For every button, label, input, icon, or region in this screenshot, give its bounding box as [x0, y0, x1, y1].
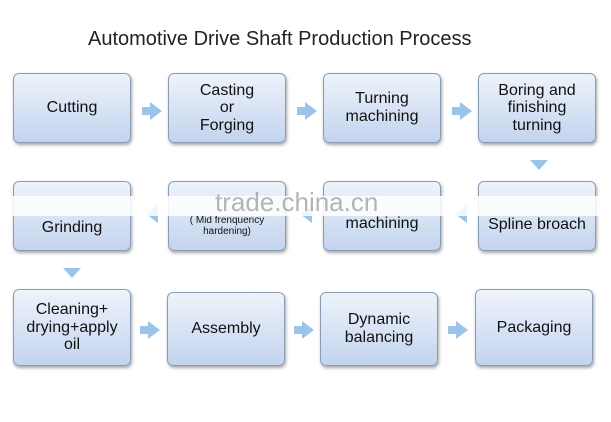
step-cleaning: Cleaning+ drying+apply oil	[13, 289, 131, 366]
step-balancing: Dynamic balancing	[320, 292, 438, 366]
arrow-right-icon	[294, 321, 314, 339]
watermark: trade.china.cn	[215, 187, 379, 217]
step-packaging: Packaging	[475, 289, 593, 366]
step-turning: Turning machining	[323, 73, 441, 143]
arrow-right-icon	[452, 102, 472, 120]
step-spline-broach: Spline broach	[478, 181, 596, 251]
arrow-right-icon	[140, 321, 160, 339]
watermark-band	[0, 196, 611, 216]
arrow-right-icon	[448, 321, 468, 339]
step-casting-forging: Casting or Forging	[168, 73, 286, 143]
arrow-down-icon	[530, 160, 548, 170]
step-cutting: Cutting	[13, 73, 131, 143]
arrow-right-icon	[297, 102, 317, 120]
step-grinding: Grinding	[13, 181, 131, 251]
step-assembly: Assembly	[167, 292, 285, 366]
arrow-right-icon	[142, 102, 162, 120]
diagram-title: Automotive Drive Shaft Production Proces…	[88, 28, 472, 50]
step-boring: Boring and finishing turning	[478, 73, 596, 143]
arrow-down-icon	[63, 268, 81, 278]
step-hardening: ( Mid frenquency hardening)	[168, 181, 286, 251]
step-machining: machining	[323, 181, 441, 251]
